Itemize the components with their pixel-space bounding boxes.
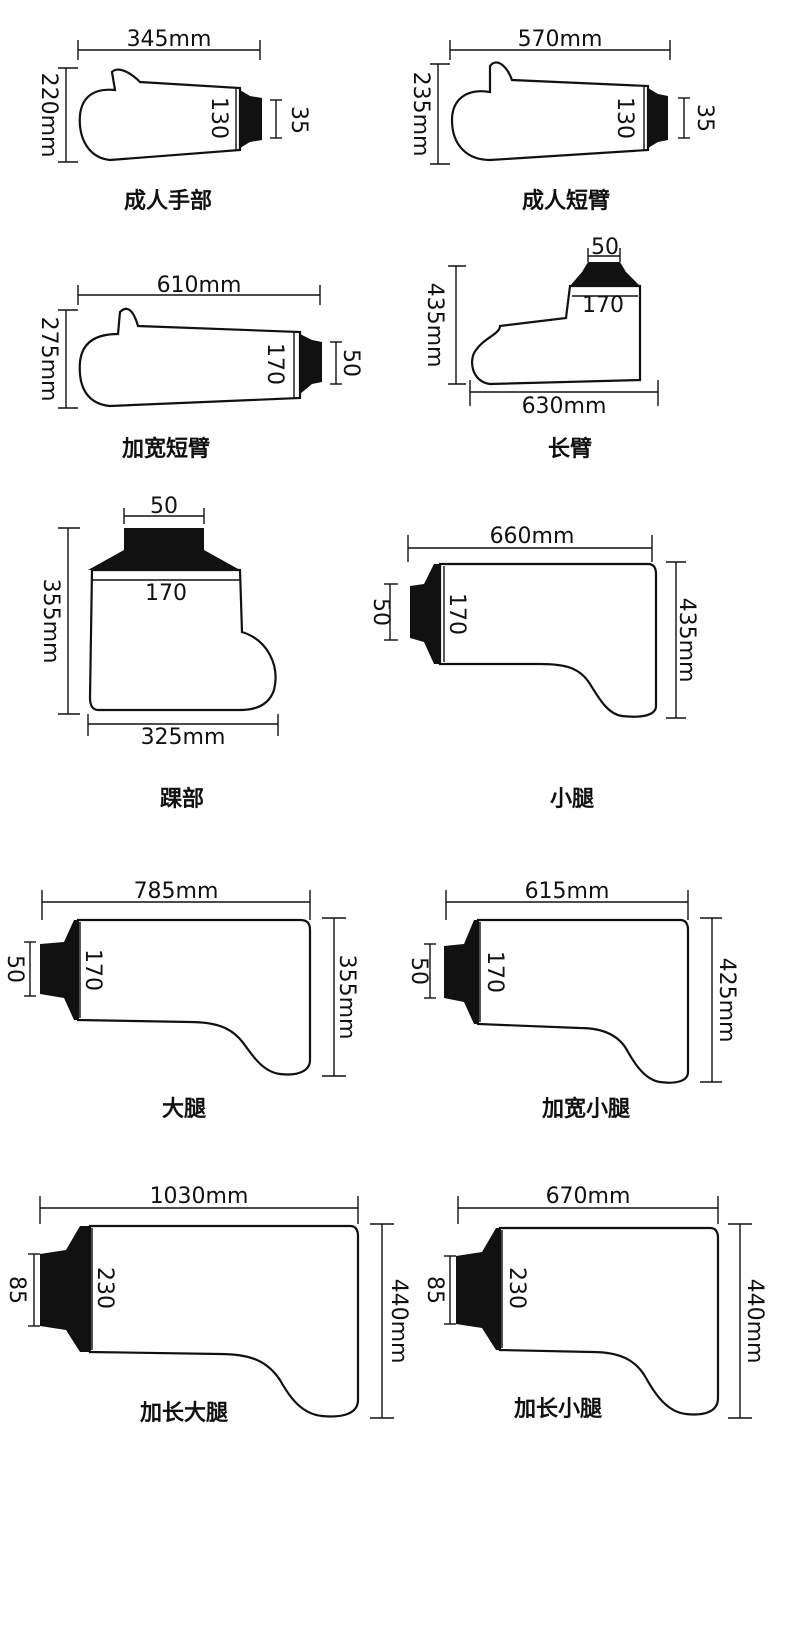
cover-calf: 660mm 170 50 435mm 小腿 (368, 524, 699, 812)
caption: 踝部 (160, 786, 204, 812)
width-label: 1030mm (150, 1184, 249, 1209)
caption: 加宽短臂 (121, 436, 210, 462)
caption: 长臂 (548, 436, 592, 462)
caption: 成人短臂 (522, 188, 610, 214)
cuff-label: 50 (150, 494, 178, 519)
height-label: 275mm (36, 317, 61, 402)
inner-label: 130 (206, 97, 231, 139)
caption: 加长大腿 (139, 1401, 228, 1426)
inner-label: 170 (145, 581, 187, 606)
caption: 加宽小腿 (541, 1096, 630, 1122)
cuff-label: 85 (4, 1276, 29, 1304)
height-label: 435mm (422, 283, 447, 368)
cuff-label: 50 (591, 235, 619, 260)
caption: 大腿 (162, 1097, 206, 1122)
cover-long-arm: 50 170 435mm 630mm 长臂 (422, 235, 659, 462)
inner-label: 130 (612, 97, 637, 139)
width-label: 570mm (518, 27, 603, 52)
width-label: 345mm (127, 27, 212, 52)
width-label: 670mm (546, 1184, 631, 1209)
cuff-label: 35 (286, 106, 311, 134)
height-label: 220mm (36, 73, 61, 158)
cover-adult-hand: 345mm 220mm 130 35 成人手部 (36, 27, 311, 214)
cuff-label: 50 (2, 955, 27, 983)
width-label: 610mm (157, 273, 242, 298)
cover-adult-short-arm: 570mm 235mm 130 35 成人短臂 (408, 27, 717, 214)
height-label: 235mm (408, 72, 433, 157)
cover-thigh: 785mm 170 50 355mm 大腿 (2, 879, 359, 1122)
height-label: 355mm (38, 579, 63, 664)
cuff-label: 85 (422, 1276, 447, 1304)
width-label: 615mm (525, 879, 610, 904)
height-label: 440mm (386, 1279, 411, 1364)
inner-label: 230 (504, 1267, 529, 1309)
inner-label: 170 (80, 949, 105, 991)
height-label: 435mm (674, 598, 699, 683)
cover-ankle: 50 170 355mm 325mm 踝部 (38, 494, 279, 812)
height-label: 440mm (742, 1279, 767, 1364)
cuff-label: 35 (692, 104, 717, 132)
caption: 小腿 (550, 787, 594, 812)
cuff-label: 50 (338, 349, 363, 377)
height-label: 425mm (714, 958, 739, 1043)
width-label: 325mm (141, 725, 226, 750)
width-label: 660mm (490, 524, 575, 549)
caption: 成人手部 (124, 188, 212, 214)
cover-wide-short-arm: 610mm 275mm 170 50 加宽短臂 (36, 273, 363, 462)
cover-wide-calf: 615mm 170 50 425mm 加宽小腿 (406, 879, 739, 1122)
cuff-label: 50 (368, 598, 393, 626)
cover-long-calf: 670mm 230 85 440mm 加长小腿 (422, 1184, 767, 1422)
inner-label: 230 (92, 1267, 117, 1309)
width-label: 630mm (522, 394, 607, 419)
inner-label: 170 (582, 293, 624, 318)
cover-long-thigh: 1030mm 230 85 440mm 加长大腿 (4, 1184, 411, 1426)
inner-label: 170 (482, 951, 507, 993)
inner-label: 170 (444, 593, 469, 635)
caption: 加长小腿 (513, 1397, 602, 1422)
height-label: 355mm (334, 955, 359, 1040)
width-label: 785mm (134, 879, 219, 904)
inner-label: 170 (262, 343, 287, 385)
cuff-label: 50 (406, 957, 431, 985)
